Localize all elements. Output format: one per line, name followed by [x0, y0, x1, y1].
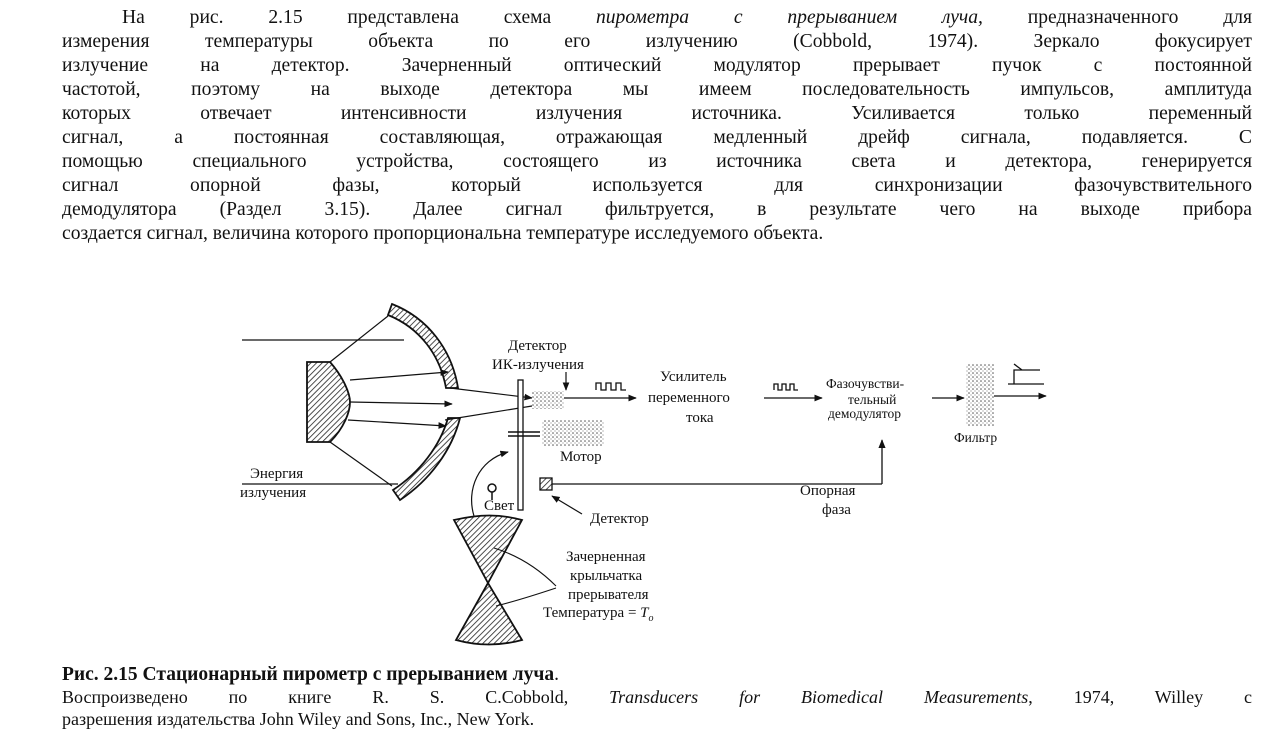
paragraph-line: измерения температуры объекта по его изл… [62, 31, 1252, 52]
ray [329, 315, 389, 363]
reference-detector [539, 477, 553, 491]
temperature-variable: T [640, 605, 650, 621]
credit-text: Воспроизведено по книге R. S. C.Cobbold, [62, 687, 610, 707]
paragraph-line-1: На рис. 2.15 представлена схема пирометр… [62, 6, 1252, 30]
ray [347, 419, 447, 429]
paragraph-line: создается сигнал, величина которого проп… [62, 223, 824, 244]
motor [542, 420, 604, 446]
ir-detector-label-1: Детектор [508, 338, 567, 354]
paragraph-text: предназначенного для [982, 7, 1252, 28]
credit-line-1: Воспроизведено по книге R. S. C.Cobbold,… [62, 686, 1252, 708]
chopper-shaft [517, 379, 524, 511]
amplifier-label-2: переменного [648, 390, 730, 406]
figure-caption-title: Рис. 2.15 Стационарный пирометр с прерыв… [62, 664, 559, 686]
figure-credit: Воспроизведено по книге R. S. C.Cobbold,… [62, 686, 1252, 730]
pulse-train-icon [773, 383, 798, 391]
filter-label: Фильтр [954, 430, 997, 445]
paragraph-line: сигнал, а постоянная составляющая, отраж… [62, 127, 1252, 148]
paragraph-line: помощью специального устройства, состоящ… [62, 151, 1252, 172]
credit-line-2: разрешения издательства John Wiley and S… [62, 709, 535, 729]
ir-detector-label-2: ИК-излучения [492, 357, 584, 373]
energy-label-2: излучения [240, 485, 306, 501]
reference-phase-label-2: фаза [822, 502, 851, 518]
demodulator-label-1: Фазочувстви- [826, 376, 905, 391]
chopper-blade [452, 514, 524, 646]
filter [966, 364, 994, 426]
paragraph-line: частотой, поэтому на выходе детектора мы… [62, 79, 1252, 100]
temperature-label: Температура = To [543, 605, 654, 624]
pointer-line [495, 587, 557, 607]
reference-detector-label: Детектор [590, 511, 649, 527]
temperature-text: Температура = [543, 605, 640, 621]
step-signal-icon [1008, 363, 1044, 385]
credit-text: , 1974, Willey с [1028, 687, 1252, 707]
paragraph-line: демодулятора (Раздел 3.15). Далее сигнал… [62, 199, 1252, 220]
ray [329, 441, 393, 487]
paragraph-line: которых отвечает интенсивности излучения… [62, 103, 1252, 124]
energy-label-1: Энергия [250, 466, 303, 482]
ray [349, 369, 449, 381]
temperature-subscript: o [649, 613, 654, 624]
light-label: Свет [484, 498, 515, 514]
radiation-source-object [306, 361, 351, 443]
book-title: Transducers for Biomedical Measurements [609, 687, 1029, 707]
amplifier-label-1: Усилитель [660, 369, 727, 385]
amplifier-label-3: тока [686, 410, 714, 426]
chopper-label-3: прерывателя [568, 587, 649, 603]
chopper-label-2: крыльчатка [570, 568, 642, 584]
pointer-line [493, 547, 557, 587]
ray [349, 400, 453, 408]
pulse-train-icon [595, 382, 626, 391]
caption-title-dot: . [554, 664, 559, 685]
paragraph-text: На рис. 2.15 представлена схема [122, 7, 596, 28]
paragraph-line: сигнал опорной фазы, который используетс… [62, 175, 1252, 196]
paragraph-italic-term: пирометра с прерыванием луча, [595, 7, 983, 28]
rotation-arrow [470, 450, 509, 517]
body-paragraph: На рис. 2.15 представлена схема пирометр… [62, 6, 1252, 246]
mirror-upper [386, 302, 460, 389]
light-bulb-icon [487, 483, 497, 493]
demodulator-label-3: демодулятор [828, 406, 901, 421]
motor-label: Мотор [560, 449, 602, 465]
chopper-label-1: Зачерненная [566, 549, 646, 565]
pointer-arrow [551, 495, 583, 515]
mirror-lower [391, 417, 462, 502]
reference-phase-label-1: Опорная [800, 483, 856, 499]
caption-title-text: Рис. 2.15 Стационарный пирометр с прерыв… [62, 664, 555, 685]
ir-detector [532, 391, 564, 409]
paragraph-line: излучение на детектор. Зачерненный оптич… [62, 55, 1252, 76]
demodulator-label-2: тельный [848, 392, 896, 407]
